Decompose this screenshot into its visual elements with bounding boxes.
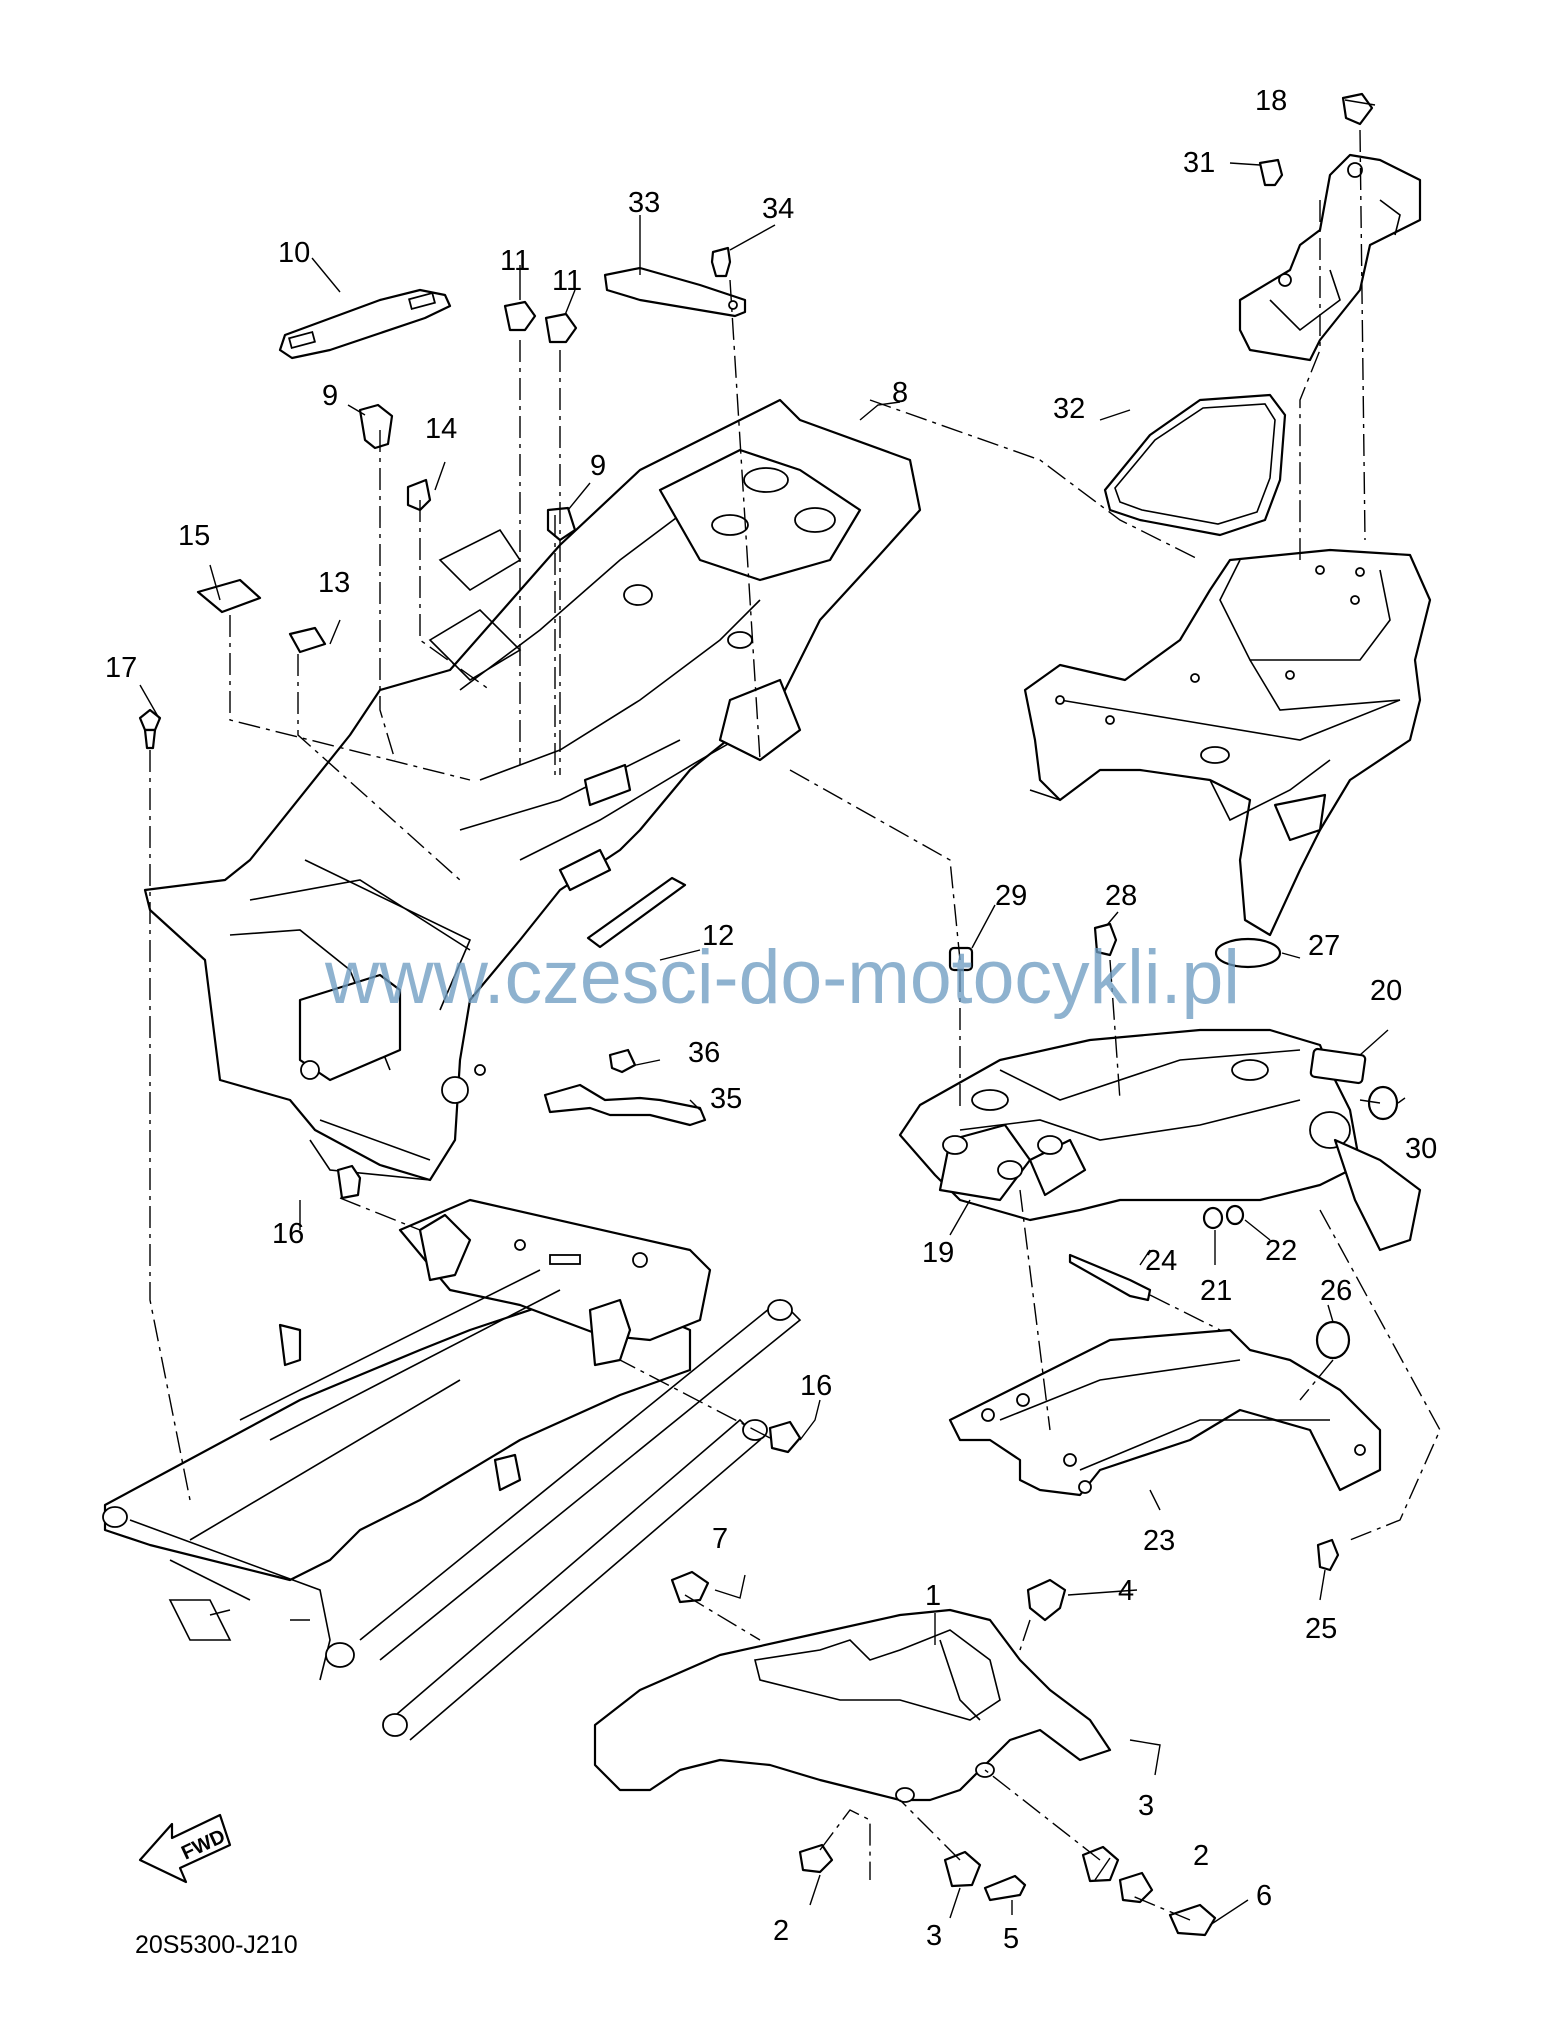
rubber-band-32 [1103,393,1287,537]
callout-31: 31 [1183,147,1215,179]
battery-band-slot [288,330,316,350]
leader-lines [139,99,1406,1926]
pad-15 [196,578,262,614]
callout-20: 20 [1370,975,1402,1007]
callout-14: 14 [425,413,457,445]
bolt-24 [1068,1253,1152,1302]
cap-27 [1214,937,1282,969]
rear-fender-bracket [898,1028,1422,1252]
callout-18: 18 [1255,85,1287,117]
grommet-30 [1367,1085,1399,1121]
callout-7: 7 [712,1523,728,1555]
callout-1: 1 [925,1580,941,1612]
callout-labels: 1 2 2 3 3 4 5 6 7 8 9 9 10 11 11 12 13 1… [105,85,1437,1955]
upper-bracket [1238,153,1422,362]
nut-7 [670,1570,710,1604]
callout-23: 23 [1143,1525,1175,1557]
callout-29: 29 [995,880,1027,912]
callout-16a: 16 [272,1218,304,1250]
washer-22 [1225,1204,1245,1226]
screw-5 [983,1874,1027,1902]
rear-frame-plate [1023,548,1432,937]
battery-band-slot [408,291,436,311]
grommet-3b [1081,1845,1120,1883]
clamp-4 [1026,1578,1067,1622]
collar-2a [798,1843,834,1874]
callout-30: 30 [1405,1133,1437,1165]
callout-9b: 9 [590,450,606,482]
forward-arrow-icon: FWD [138,1813,232,1884]
collar-29 [948,946,974,972]
callout-12: 12 [702,920,734,952]
callout-21: 21 [1200,1275,1232,1307]
callout-27: 27 [1308,930,1340,962]
callout-11b: 11 [552,265,582,297]
nut-21 [1202,1206,1224,1230]
bolt-36 [608,1048,637,1074]
callout-5: 5 [1003,1923,1019,1955]
callout-22: 22 [1265,1235,1297,1267]
callout-17: 17 [105,652,137,684]
bolt-16b [768,1420,802,1454]
screw-31 [1258,158,1284,187]
callout-6: 6 [1256,1880,1272,1912]
callout-9a: 9 [322,380,338,412]
callout-2b: 2 [1193,1840,1209,1872]
battery-band [278,288,452,360]
clip-9a [358,403,394,450]
callout-13: 13 [318,567,350,599]
callout-34: 34 [762,193,794,225]
clip-14 [406,478,432,512]
callout-26: 26 [1320,1275,1352,1307]
clip-34 [710,246,732,278]
reflector-20 [1309,1047,1367,1085]
frame-rear-section [102,1198,802,1741]
tail-stay-23 [948,1328,1382,1497]
rivet-17 [138,708,162,732]
callout-11a: 11 [500,245,530,277]
callout-36: 36 [688,1037,720,1069]
callout-33: 33 [628,187,660,219]
damper-13 [288,626,327,654]
rear-inner-fender [143,398,922,1182]
callout-3a: 3 [926,1920,942,1952]
front-fender [593,1608,1112,1803]
callout-25: 25 [1305,1613,1337,1645]
grommet-26 [1315,1320,1351,1360]
grommet-3a [943,1850,982,1888]
callout-24: 24 [1145,1245,1177,1277]
screw-25 [1316,1538,1340,1572]
strip-12 [586,876,687,949]
rivet-17-shank [143,728,157,750]
callout-8: 8 [892,377,908,409]
callout-2a: 2 [773,1915,789,1947]
diagram-code: 20S5300-J210 [135,1931,298,1959]
bolt-18 [1341,92,1374,126]
nut-11a [503,300,537,332]
callout-15: 15 [178,520,210,552]
callout-10: 10 [278,237,310,269]
plate-33-hole [728,300,738,310]
bolt-6 [1168,1903,1217,1937]
callout-16b: 16 [800,1370,832,1402]
watermark: www.czesci-do-motocykli.pl [324,935,1240,1020]
callout-32: 32 [1053,393,1085,425]
nut-11b [544,312,578,344]
bolt-16a [336,1164,362,1200]
callout-19: 19 [922,1237,954,1269]
callout-4: 4 [1118,1575,1134,1607]
plate-33 [603,266,747,318]
callout-28: 28 [1105,880,1137,912]
assembly-lines [149,129,1441,1921]
rod-35 [543,1083,707,1127]
callout-3b: 3 [1138,1790,1154,1822]
collar-2b [1118,1871,1154,1904]
callout-35: 35 [710,1083,742,1115]
